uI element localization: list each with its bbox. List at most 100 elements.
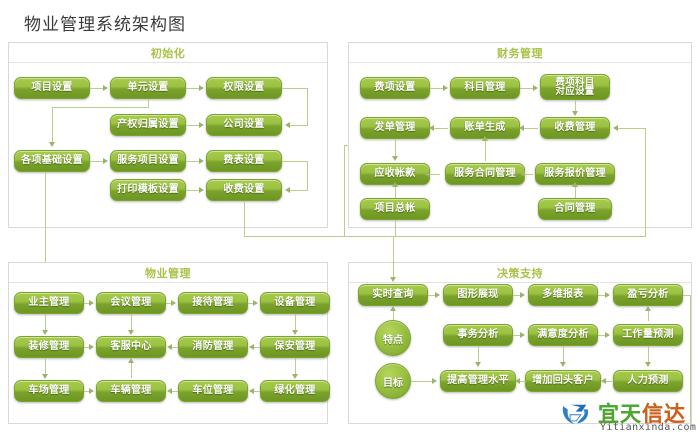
connector-fbsz-right xyxy=(282,161,308,162)
node-satisfaction-analysis[interactable]: 满意度分析 xyxy=(528,324,598,346)
node-security-management[interactable]: 保安管理 xyxy=(260,336,330,358)
node-fee-account-mapping-label: 费项科目 对应设置 xyxy=(555,76,595,97)
node-project-settings[interactable]: 项目设置 xyxy=(14,77,90,99)
node-transaction-analysis[interactable]: 事务分析 xyxy=(443,324,513,346)
connector-xmsz-dysz xyxy=(90,88,104,89)
arrow-cqgssz-gssz xyxy=(199,121,204,128)
connector-gzlyc-ykfx xyxy=(648,309,649,321)
node-fee-item-settings[interactable]: 费项设置 xyxy=(360,77,430,99)
arrow-hygl-jdgl xyxy=(171,299,176,306)
node-multidim-report[interactable]: 多维报表 xyxy=(528,284,598,306)
connector-sfgl-zdsc xyxy=(524,128,538,129)
arrow-zxgl-kfzx xyxy=(89,343,94,350)
node-permission-settings[interactable]: 权限设置 xyxy=(206,77,282,99)
connector-dymbsz-sfsz xyxy=(186,190,199,191)
connector-finance-to-sscx xyxy=(393,236,394,278)
arrow-fwht-yszk xyxy=(424,170,429,177)
arrow-dysz-qxsz xyxy=(199,84,204,91)
connector-rlyc-zjhtkh xyxy=(606,381,612,382)
connector-fwbj-fwht xyxy=(525,174,533,175)
node-basic-settings[interactable]: 各项基础设置 xyxy=(14,150,90,172)
node-workload-forecast[interactable]: 工作量预测 xyxy=(613,324,683,346)
node-company-settings[interactable]: 公司设置 xyxy=(206,114,282,136)
arrow-rlyc-zjhtkh xyxy=(601,377,606,384)
node-realtime-query[interactable]: 实时查询 xyxy=(358,284,428,306)
arrow-yzgl-hygl xyxy=(89,299,94,306)
circle-goals[interactable]: 目标 xyxy=(375,363,411,399)
node-equipment-management[interactable]: 设备管理 xyxy=(260,292,330,314)
node-meeting-management[interactable]: 会议管理 xyxy=(96,292,166,314)
arrow-zdsc-fdgl xyxy=(429,124,434,131)
arrow-tedian-sscx xyxy=(389,306,396,311)
node-graphical-display[interactable]: 图形展现 xyxy=(443,284,513,306)
circle-features[interactable]: 特点 xyxy=(375,320,411,356)
arrow-rlyc-gzlyc xyxy=(644,362,651,367)
panel-header-property: 物业管理 xyxy=(9,263,327,283)
node-decoration-management[interactable]: 装修管理 xyxy=(14,336,84,358)
arrow-sfgl-zdsc xyxy=(519,124,524,131)
connector-fdgl-yszk xyxy=(395,139,396,157)
panel-header-decision: 决策支持 xyxy=(349,263,691,283)
node-greening-management[interactable]: 绿化管理 xyxy=(260,380,330,402)
connector-fwht-yszk xyxy=(429,174,440,175)
connector-bagl-xfgl xyxy=(254,347,260,348)
connector-gxjcsz-fwxmsz xyxy=(90,161,104,162)
panel-title-property: 物业管理 xyxy=(145,266,191,280)
connector-qxsz-right xyxy=(282,88,308,89)
node-owner-management[interactable]: 业主管理 xyxy=(14,292,84,314)
panel-title-initialization: 初始化 xyxy=(150,46,186,60)
connector-sfsz-down xyxy=(244,201,245,236)
connector-xmzz-yszk xyxy=(395,185,396,198)
node-ownership-settings[interactable]: 产权归属设置 xyxy=(110,114,186,136)
arrow-gxjcsz-fwxmsz xyxy=(103,157,108,164)
connector-to-gxjcsz xyxy=(52,107,53,143)
node-project-ledger[interactable]: 项目总帐 xyxy=(360,198,430,220)
node-improve-management-level[interactable]: 提高管理水平 xyxy=(440,370,516,392)
connector-clgl-kfzx xyxy=(131,361,132,378)
node-print-template-settings[interactable]: 打印模板设置 xyxy=(110,179,186,201)
node-service-contract-management[interactable]: 服务合同管理 xyxy=(445,163,525,185)
node-charge-settings[interactable]: 收费设置 xyxy=(206,179,282,201)
node-profit-loss-analysis[interactable]: 盈亏分析 xyxy=(613,284,683,306)
connector-right-to-sfgl xyxy=(618,128,646,129)
node-parking-space-management[interactable]: 车位管理 xyxy=(178,380,248,402)
connector-to-gssz xyxy=(290,125,308,126)
logo: 宜天信达 Yitianxinda.com xyxy=(560,398,696,436)
connector-sfsz-right xyxy=(244,236,344,237)
node-manpower-forecast[interactable]: 人力预测 xyxy=(613,370,683,392)
node-account-management[interactable]: 科目管理 xyxy=(450,77,520,99)
connector-right-long-vertical xyxy=(690,295,691,423)
node-fire-management[interactable]: 消防管理 xyxy=(178,336,248,358)
arrow-cwgl-clgl xyxy=(167,387,172,394)
node-parking-lot-management[interactable]: 车场管理 xyxy=(14,380,84,402)
arrow-to-gxjcsz xyxy=(48,142,55,147)
arrow-gzlyc-ykfx xyxy=(644,306,651,311)
node-vehicle-management[interactable]: 车辆管理 xyxy=(96,380,166,402)
arrow-to-gssz xyxy=(285,121,290,128)
connector-ykfx-right xyxy=(683,295,691,296)
connector-dysz-qxsz xyxy=(186,88,200,89)
connector-kmgl-fxkm xyxy=(520,88,533,89)
arrow-fdgl-yszk xyxy=(391,156,398,161)
node-contract-management[interactable]: 合同管理 xyxy=(538,198,612,220)
arrow-mubiao-tggl xyxy=(432,377,437,384)
node-unit-settings[interactable]: 单元设置 xyxy=(110,77,186,99)
arrow-xmsz-dysz xyxy=(103,84,108,91)
arrow-right-to-sfgl xyxy=(613,124,618,131)
connector-cwgl-clgl xyxy=(172,391,178,392)
node-reception-management[interactable]: 接待管理 xyxy=(178,292,248,314)
node-charge-management[interactable]: 收费管理 xyxy=(540,117,610,139)
connector-cqgssz-gssz xyxy=(186,125,199,126)
node-customer-service-center[interactable]: 客服中心 xyxy=(96,336,166,358)
arrow-sscx-txzx xyxy=(435,291,440,298)
node-fee-account-mapping[interactable]: 费项科目 对应设置 xyxy=(540,74,610,100)
connector-dysz-left xyxy=(52,107,149,108)
node-service-item-settings[interactable]: 服务项目设置 xyxy=(110,150,186,172)
node-fee-table-settings[interactable]: 费表设置 xyxy=(206,150,282,172)
node-invoice-management[interactable]: 发单管理 xyxy=(360,117,430,139)
logo-text-cn: 宜天信达 xyxy=(598,398,686,428)
connector-jdgl-sbgl xyxy=(248,303,254,304)
node-increase-returning-customers[interactable]: 增加回头客户 xyxy=(525,370,601,392)
logo-text-cn-green: 宜天 xyxy=(598,402,642,426)
